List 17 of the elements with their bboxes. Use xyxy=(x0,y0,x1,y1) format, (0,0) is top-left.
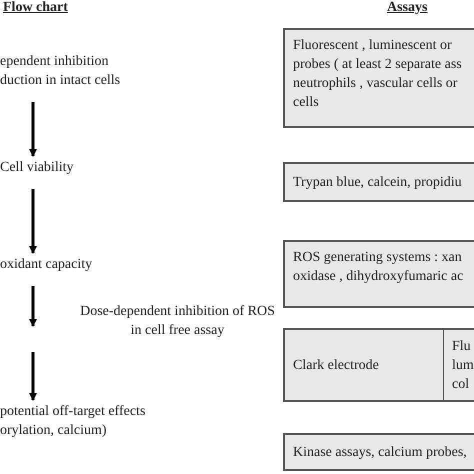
column-heading: Flow chart xyxy=(3,0,68,16)
column-heading: Assays xyxy=(387,0,428,16)
arrow xyxy=(29,189,37,254)
arrow xyxy=(29,352,37,401)
assay-box: Trypan blue, calcein, propidiu xyxy=(283,162,474,202)
assay-box: Flu lum col xyxy=(443,328,474,402)
step-text: oxidant capacity xyxy=(0,255,150,274)
arrow xyxy=(29,102,37,157)
assay-box: ROS generating systems : xan oxidase , dihydroxyfumaric ac xyxy=(283,240,474,308)
step-text: Cell viability xyxy=(0,158,150,177)
assay-box: Clark electrode xyxy=(283,328,445,402)
arrow xyxy=(29,286,37,327)
step-text: potential off-target effects orylation, calcium) xyxy=(0,402,200,440)
step-text: ependent inhibition duction in intact cells xyxy=(0,52,135,90)
assay-box: Fluorescent , luminescent or probes ( at least 2 separate ass neutrophils , vascular cells or cells xyxy=(283,28,474,128)
step-text: Dose-dependent inhibition of ROS in cell free assay xyxy=(75,302,280,340)
assay-box: Kinase assays, calcium probes, xyxy=(283,433,474,471)
